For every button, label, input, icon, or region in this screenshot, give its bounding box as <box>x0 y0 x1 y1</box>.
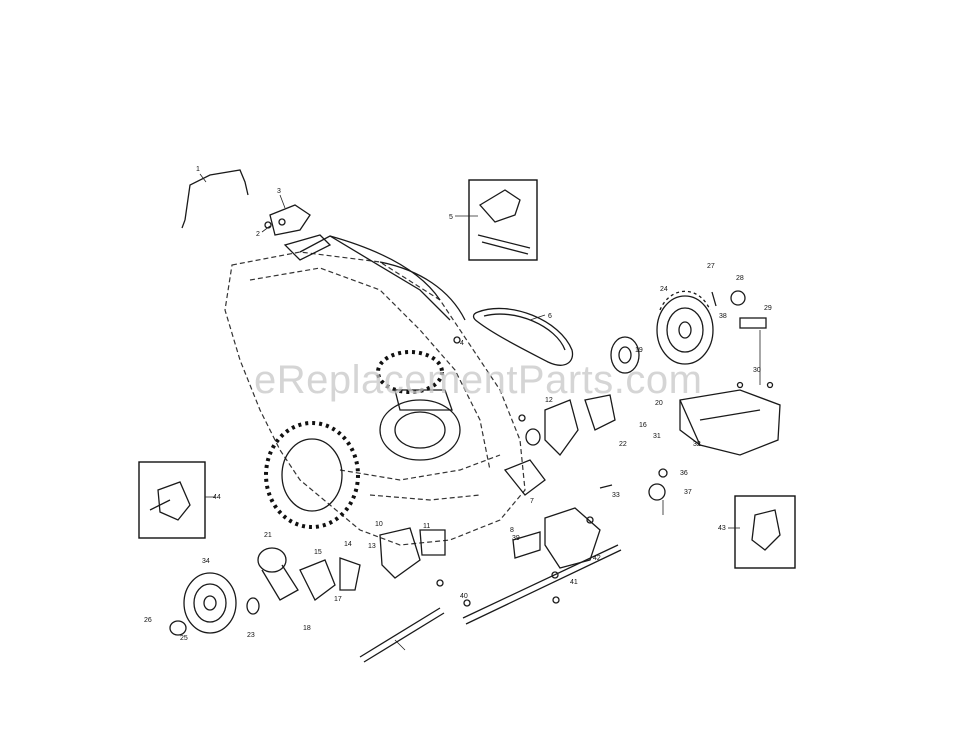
callout-39: 39 <box>512 535 520 542</box>
callout-24: 24 <box>660 286 668 293</box>
callout-31: 31 <box>653 433 661 440</box>
callout-labels: 1 2 3 4 5 6 7 8 10 11 12 13 14 15 16 17 … <box>144 166 772 642</box>
callout-33: 33 <box>612 492 620 499</box>
callout-3: 3 <box>277 188 281 195</box>
callout-17: 17 <box>334 596 342 603</box>
callout-12: 12 <box>545 397 553 404</box>
callout-43: 43 <box>718 525 726 532</box>
callout-23: 23 <box>247 632 255 639</box>
axle-housings <box>379 507 601 579</box>
drive-belt <box>472 307 574 366</box>
callout-1: 1 <box>196 166 200 173</box>
callout-19: 19 <box>635 347 643 354</box>
callout-16: 16 <box>639 422 647 429</box>
callout-14: 14 <box>344 541 352 548</box>
front-wheel-left <box>169 547 361 636</box>
callout-21: 21 <box>264 532 272 539</box>
callout-20: 20 <box>655 400 663 407</box>
inset-detail-43 <box>728 495 796 569</box>
callout-42: 42 <box>593 555 601 562</box>
callout-32: 32 <box>693 441 701 448</box>
callout-10: 10 <box>375 521 383 528</box>
callout-36: 36 <box>680 470 688 477</box>
callout-5: 5 <box>449 214 453 221</box>
rear-wheel-right <box>376 350 444 394</box>
callout-28: 28 <box>736 275 744 282</box>
inset-detail-5 <box>455 179 538 261</box>
callout-27: 27 <box>707 263 715 270</box>
mower-deck <box>224 235 526 546</box>
handle-grip <box>181 169 249 229</box>
callout-2: 2 <box>256 231 260 238</box>
callout-38: 38 <box>719 313 727 320</box>
callout-8: 8 <box>510 527 514 534</box>
callout-30: 30 <box>753 367 761 374</box>
callout-6: 6 <box>548 313 552 320</box>
rear-shield <box>679 389 781 456</box>
callout-26: 26 <box>144 617 152 624</box>
callout-25: 25 <box>180 635 188 642</box>
front-axle-rod <box>359 607 445 663</box>
callout-18: 18 <box>303 625 311 632</box>
callout-41: 41 <box>570 579 578 586</box>
leader-lines <box>199 173 761 651</box>
center-drive-parts <box>503 394 668 501</box>
inset-detail-44 <box>138 461 215 539</box>
wheel-right-assembly <box>610 290 767 374</box>
handle-bracket <box>269 204 332 261</box>
callout-34: 34 <box>202 558 210 565</box>
callout-40: 40 <box>460 593 468 600</box>
rear-axle-rod <box>462 544 622 625</box>
callout-15: 15 <box>314 549 322 556</box>
callout-11: 11 <box>423 523 430 530</box>
callout-22: 22 <box>619 441 627 448</box>
callout-7: 7 <box>530 498 534 505</box>
callout-13: 13 <box>368 543 376 550</box>
callout-4: 4 <box>460 340 464 347</box>
bolts <box>264 221 774 607</box>
callout-29: 29 <box>764 305 772 312</box>
callout-37: 37 <box>684 489 692 496</box>
rear-wheel-left <box>264 421 360 529</box>
callout-44: 44 <box>213 494 221 501</box>
watermark-text: eReplacementParts.com <box>254 358 702 402</box>
